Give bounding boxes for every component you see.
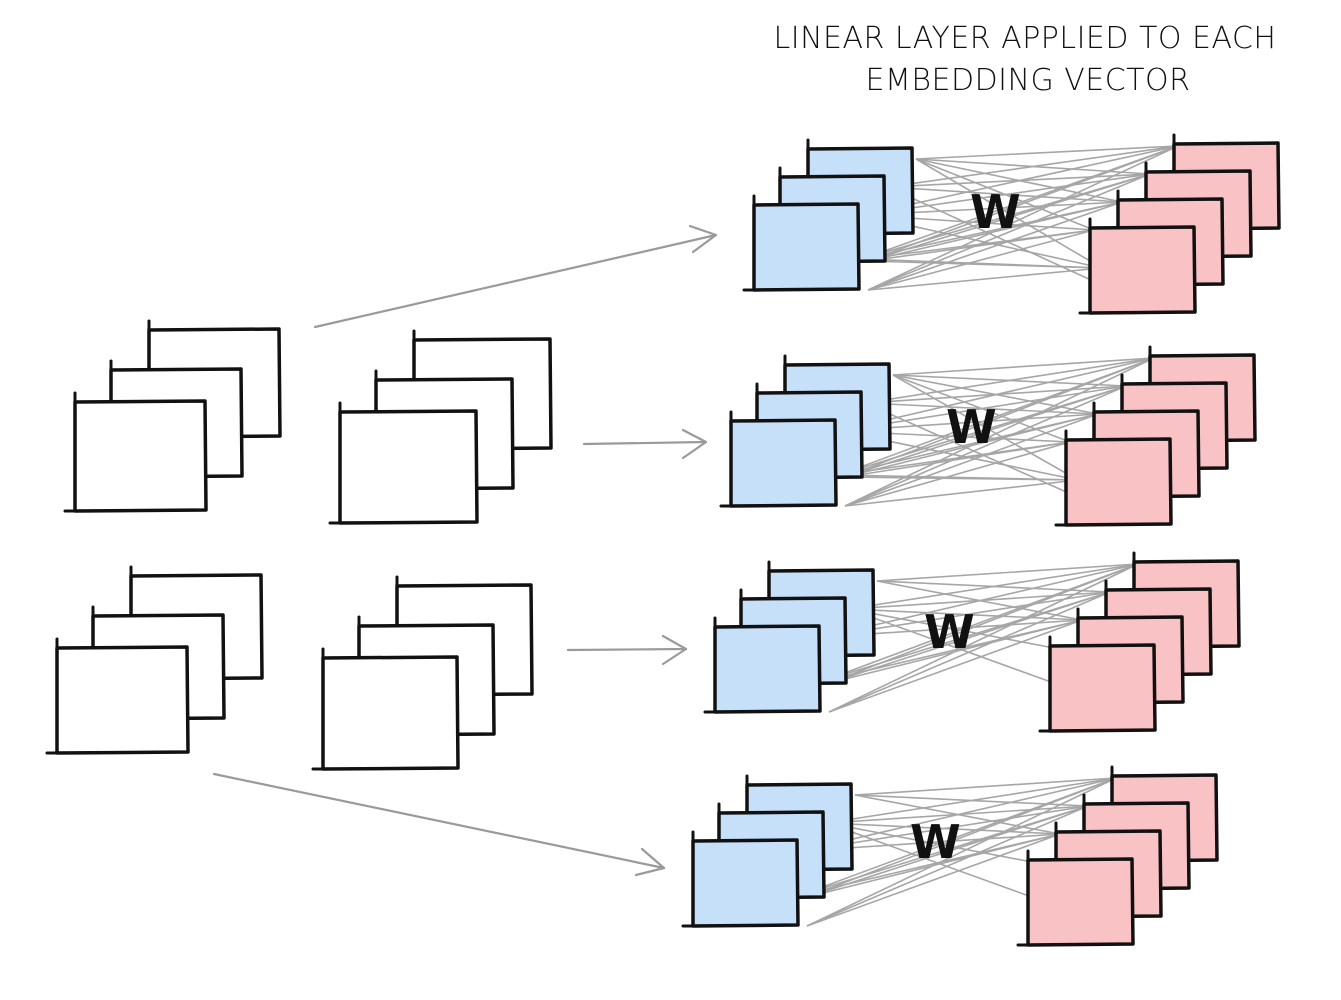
title: LINEAR LAYER APPLIED TO EACH EMBEDDING V…	[774, 21, 1277, 98]
embedding-vector	[719, 410, 838, 508]
linear-layer-block: W	[681, 765, 1219, 947]
output-vector	[1078, 217, 1197, 315]
embedding-vectors	[719, 354, 892, 508]
embedding-vector	[703, 616, 822, 714]
weight-label: W	[910, 815, 961, 869]
output-vector	[1038, 635, 1157, 733]
input-patch-stack	[328, 329, 553, 525]
input-patch	[328, 401, 479, 525]
arrow	[212, 772, 666, 877]
connections	[861, 145, 1179, 291]
weight-label: W	[970, 185, 1021, 239]
connections	[800, 777, 1117, 927]
linear-layer-block: W	[703, 551, 1241, 733]
title-line-2: EMBEDDING VECTOR	[866, 63, 1191, 98]
embedding-vectors	[681, 774, 854, 928]
input-patch	[63, 391, 208, 513]
output-vectors	[1038, 551, 1241, 733]
arrow	[566, 634, 688, 666]
linear-layer-blocks: W W W W	[681, 133, 1281, 947]
embedding-vectors	[703, 560, 876, 714]
output-vectors	[1054, 345, 1257, 527]
embedding-vector	[742, 194, 861, 292]
output-vectors	[1016, 765, 1219, 947]
linear-layer-block: W	[719, 345, 1257, 527]
input-patch-stack	[63, 319, 282, 513]
weight-label: W	[946, 400, 997, 454]
output-vector	[1054, 429, 1173, 527]
connections	[838, 357, 1155, 507]
weight-label: W	[924, 605, 975, 659]
output-vector	[1016, 849, 1135, 947]
arrow	[313, 224, 718, 329]
input-patch-stack	[311, 575, 534, 771]
arrow	[582, 428, 708, 460]
input-patch	[311, 647, 460, 771]
title-line-1: LINEAR LAYER APPLIED TO EACH	[774, 21, 1277, 56]
input-patch-stack	[45, 565, 264, 755]
input-patch-stacks	[45, 319, 553, 771]
arrows	[212, 224, 718, 877]
embedding-vector	[681, 830, 800, 928]
embedding-vectors	[742, 138, 915, 292]
linear-layer-block: W	[742, 133, 1281, 315]
output-vectors	[1078, 133, 1281, 315]
input-patch	[45, 637, 190, 755]
